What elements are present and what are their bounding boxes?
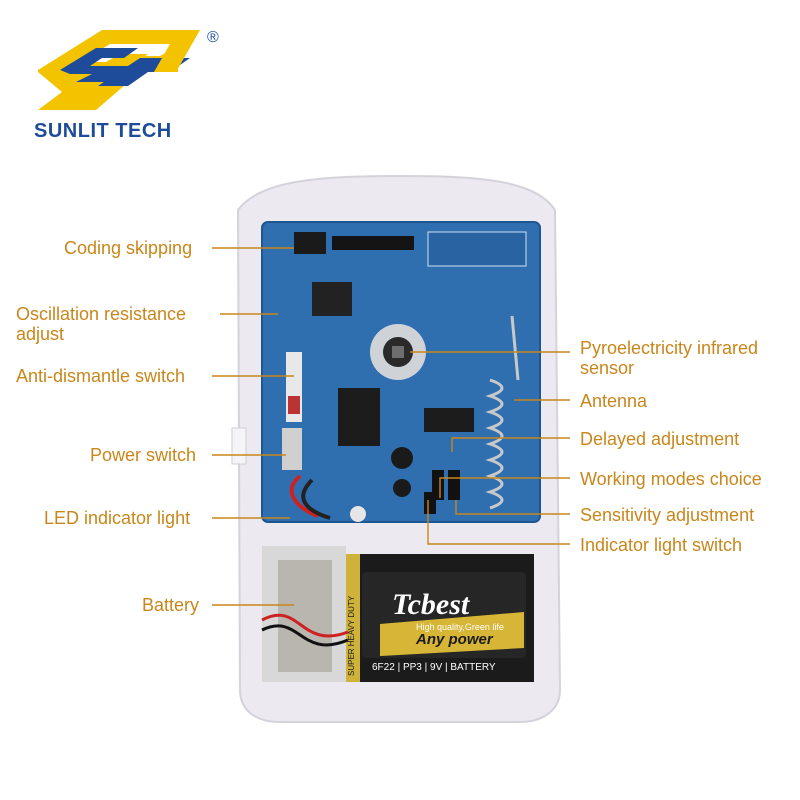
label-antenna: Antenna <box>580 391 648 411</box>
label-delayed-adjustment: Delayed adjustment <box>580 429 740 449</box>
battery-brand: Tcbest <box>392 588 471 621</box>
label-sensor: sensor <box>580 358 635 378</box>
label-battery: Battery <box>142 595 200 615</box>
label-sensitivity-adjustment: Sensitivity adjustment <box>580 505 755 525</box>
battery-9v <box>261 546 534 682</box>
label-led-indicator-light: LED indicator light <box>44 508 191 528</box>
label-working-modes-choice: Working modes choice <box>580 469 762 489</box>
label-indicator-light-switch: Indicator light switch <box>580 535 743 555</box>
sunlit-tech-logo <box>38 30 200 110</box>
label-anti-dismantle-switch: Anti-dismantle switch <box>16 366 186 386</box>
label-pyroelectricity-infrared: Pyroelectricity infrared <box>580 338 759 358</box>
battery-slogan: Any power <box>415 631 494 648</box>
leader-lines <box>212 247 570 606</box>
battery-side-text: SUPER HEAVY DUTY <box>347 595 356 676</box>
label-power-switch: Power switch <box>90 445 197 465</box>
circuit-board <box>261 221 541 523</box>
battery-tagline: High quality,Green life <box>416 622 504 632</box>
antenna-coil <box>485 315 520 510</box>
label-coding-skipping: Coding skipping <box>64 238 193 258</box>
brand-name: SUNLIT TECH <box>34 120 172 142</box>
label-oscillation-adjust: adjust <box>16 324 65 344</box>
registered-mark: ® <box>207 29 219 46</box>
battery-spec: 6F22 | PP3 | 9V | BATTERY <box>372 662 496 673</box>
label-oscillation-resistance: Oscillation resistance <box>16 304 187 324</box>
